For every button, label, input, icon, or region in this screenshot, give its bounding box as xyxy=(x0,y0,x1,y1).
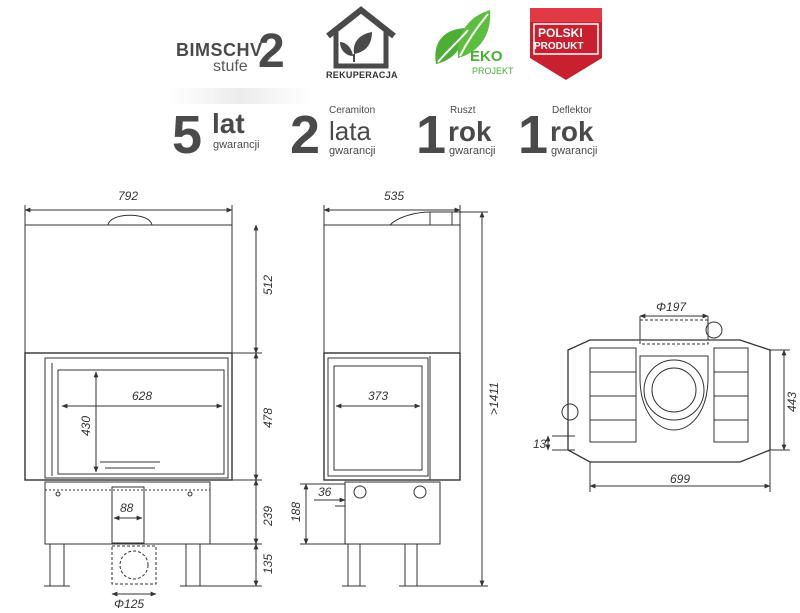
dim-top-width: 699 xyxy=(670,472,690,486)
warranty-top: Ceramiton xyxy=(329,105,376,116)
warranty-word: rok xyxy=(550,116,594,147)
rekuperacja-label: REKUPERACJA xyxy=(326,70,398,80)
dim-upper-height: 512 xyxy=(261,275,275,295)
polish-shield-icon xyxy=(530,8,602,80)
warranty-word: lata xyxy=(329,116,371,146)
dim-side-depth: 535 xyxy=(384,189,404,203)
warranty-word: lat xyxy=(212,108,245,139)
bimsch-number: 2 xyxy=(258,25,285,78)
dim-front-flue: Φ125 xyxy=(114,597,144,611)
dim-air-inlet-height: 188 xyxy=(289,502,303,522)
dim-glass-height: 430 xyxy=(79,416,93,436)
front-labels: 792 512 628 430 478 239 88 135 Φ125 xyxy=(79,189,275,611)
dim-top-flue: Φ197 xyxy=(656,300,687,314)
decorative-stripe xyxy=(170,88,310,104)
warranty-caption: gwarancji xyxy=(551,145,598,157)
house-leaf-icon xyxy=(326,6,396,69)
warranty-top: Ruszt xyxy=(450,105,476,116)
dim-top-offset: 13 xyxy=(533,437,547,451)
top-labels: Φ197 443 699 13 xyxy=(533,300,799,486)
front-view xyxy=(24,205,262,597)
dim-top-depth: 443 xyxy=(785,392,799,412)
warranty-caption: gwarancji xyxy=(213,139,260,151)
dim-ash-width: 88 xyxy=(120,501,134,515)
dim-door-height: 478 xyxy=(261,408,275,428)
warranty-number: 1 xyxy=(416,105,447,165)
leaves-icon xyxy=(435,10,491,64)
top-view xyxy=(545,313,790,492)
dim-legs-height: 135 xyxy=(261,554,275,574)
dim-front-width: 792 xyxy=(118,189,138,203)
dim-side-glass: 373 xyxy=(368,389,388,403)
warranty-number: 5 xyxy=(172,105,203,165)
polski-line1: POLSKI xyxy=(538,26,583,40)
dim-glass-width: 628 xyxy=(132,389,152,403)
warranty-top: Deflektor xyxy=(552,105,593,116)
dim-total-height: >1411 xyxy=(487,382,501,415)
warranty-caption: gwarancji xyxy=(449,145,496,157)
warranty-number: 2 xyxy=(290,105,321,165)
warranty-caption: gwarancji xyxy=(329,145,376,157)
side-labels: 535 >1411 373 188 36 xyxy=(289,189,501,522)
bimsch-subtitle: stufe xyxy=(213,58,248,75)
polski-line2: PRODUKT xyxy=(534,41,584,52)
warranty-number: 1 xyxy=(518,105,549,165)
bimsch-title: BIMSCHV xyxy=(176,40,263,60)
dim-base-height: 239 xyxy=(261,506,275,527)
eko-label: EKO xyxy=(470,48,503,65)
warranty-word: rok xyxy=(448,116,492,147)
side-view xyxy=(300,205,488,587)
eko-sublabel: PROJEKT xyxy=(472,66,514,76)
dim-air-inlet-offset: 36 xyxy=(318,485,332,499)
